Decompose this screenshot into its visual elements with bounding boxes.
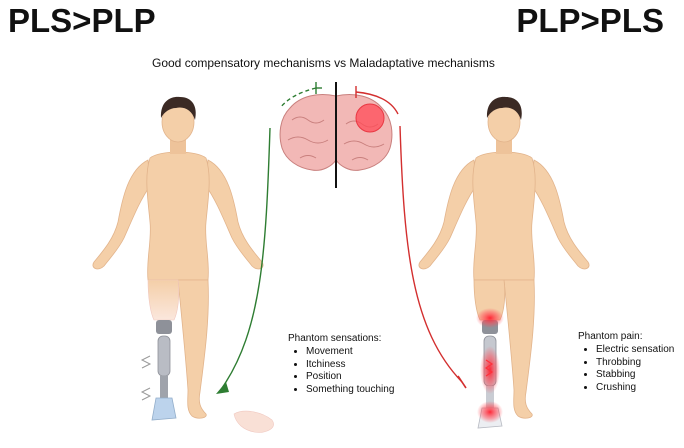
title-plp-greater-pls: PLP>PLS	[516, 2, 664, 39]
compensatory-pathway-arrow	[216, 82, 322, 394]
left-figure-torso	[146, 151, 210, 281]
phantom-sensation-item: Something touching	[306, 384, 408, 396]
right-figure-left-arm	[531, 159, 590, 270]
phantom-sensation-item: Itchiness	[306, 359, 408, 371]
maladaptive-pathway-arrow	[355, 86, 467, 389]
right-body-figure	[418, 96, 590, 429]
phantom-sensation-item: Movement	[306, 346, 408, 358]
left-figure-right-arm	[92, 159, 151, 270]
right-figure-hair	[486, 96, 522, 120]
left-figure-leg	[177, 279, 209, 419]
pain-glow-foot	[477, 401, 503, 423]
phantom-sensation-item: Position	[306, 371, 408, 383]
pain-glow-stump	[476, 308, 504, 328]
phantom-pain-heading: Phantom pain:	[578, 331, 643, 342]
brain-maladaptive-highlight	[355, 103, 385, 133]
phantom-sensations-box: Phantom sensations: Movement Itchiness P…	[288, 333, 408, 396]
phantom-pain-list: Electric sensation Throbbing Stabbing Cr…	[578, 344, 684, 394]
right-figure-leg	[503, 279, 535, 419]
phantom-pain-item: Electric sensation	[596, 344, 684, 356]
diagram-subtitle: Good compensatory mechanisms vs Maladapt…	[152, 56, 495, 70]
phantom-sensations-list: Movement Itchiness Position Something to…	[288, 346, 408, 396]
phantom-pain-item: Stabbing	[596, 369, 684, 381]
right-figure-right-arm	[418, 159, 477, 270]
phantom-pain-box: Phantom pain: Electric sensation Throbbi…	[578, 331, 684, 394]
right-figure-torso	[472, 151, 536, 281]
brain-left-hemisphere	[279, 94, 337, 171]
title-pls-greater-plp: PLS>PLP	[8, 2, 156, 39]
left-prosthesis	[151, 320, 177, 421]
left-figure-left-arm	[205, 159, 264, 270]
maladaptive-inhibitor-bar	[457, 375, 467, 389]
phantom-pain-item: Crushing	[596, 382, 684, 394]
left-figure-stump	[147, 279, 180, 321]
phantom-pain-item: Throbbing	[596, 357, 684, 369]
compensatory-arrowhead	[216, 382, 229, 394]
brain-illustration	[279, 82, 393, 188]
left-phantom-hand	[233, 410, 274, 433]
left-body-figure	[92, 96, 274, 433]
phantom-sensations-heading: Phantom sensations:	[288, 333, 382, 344]
left-figure-hair	[160, 96, 196, 120]
